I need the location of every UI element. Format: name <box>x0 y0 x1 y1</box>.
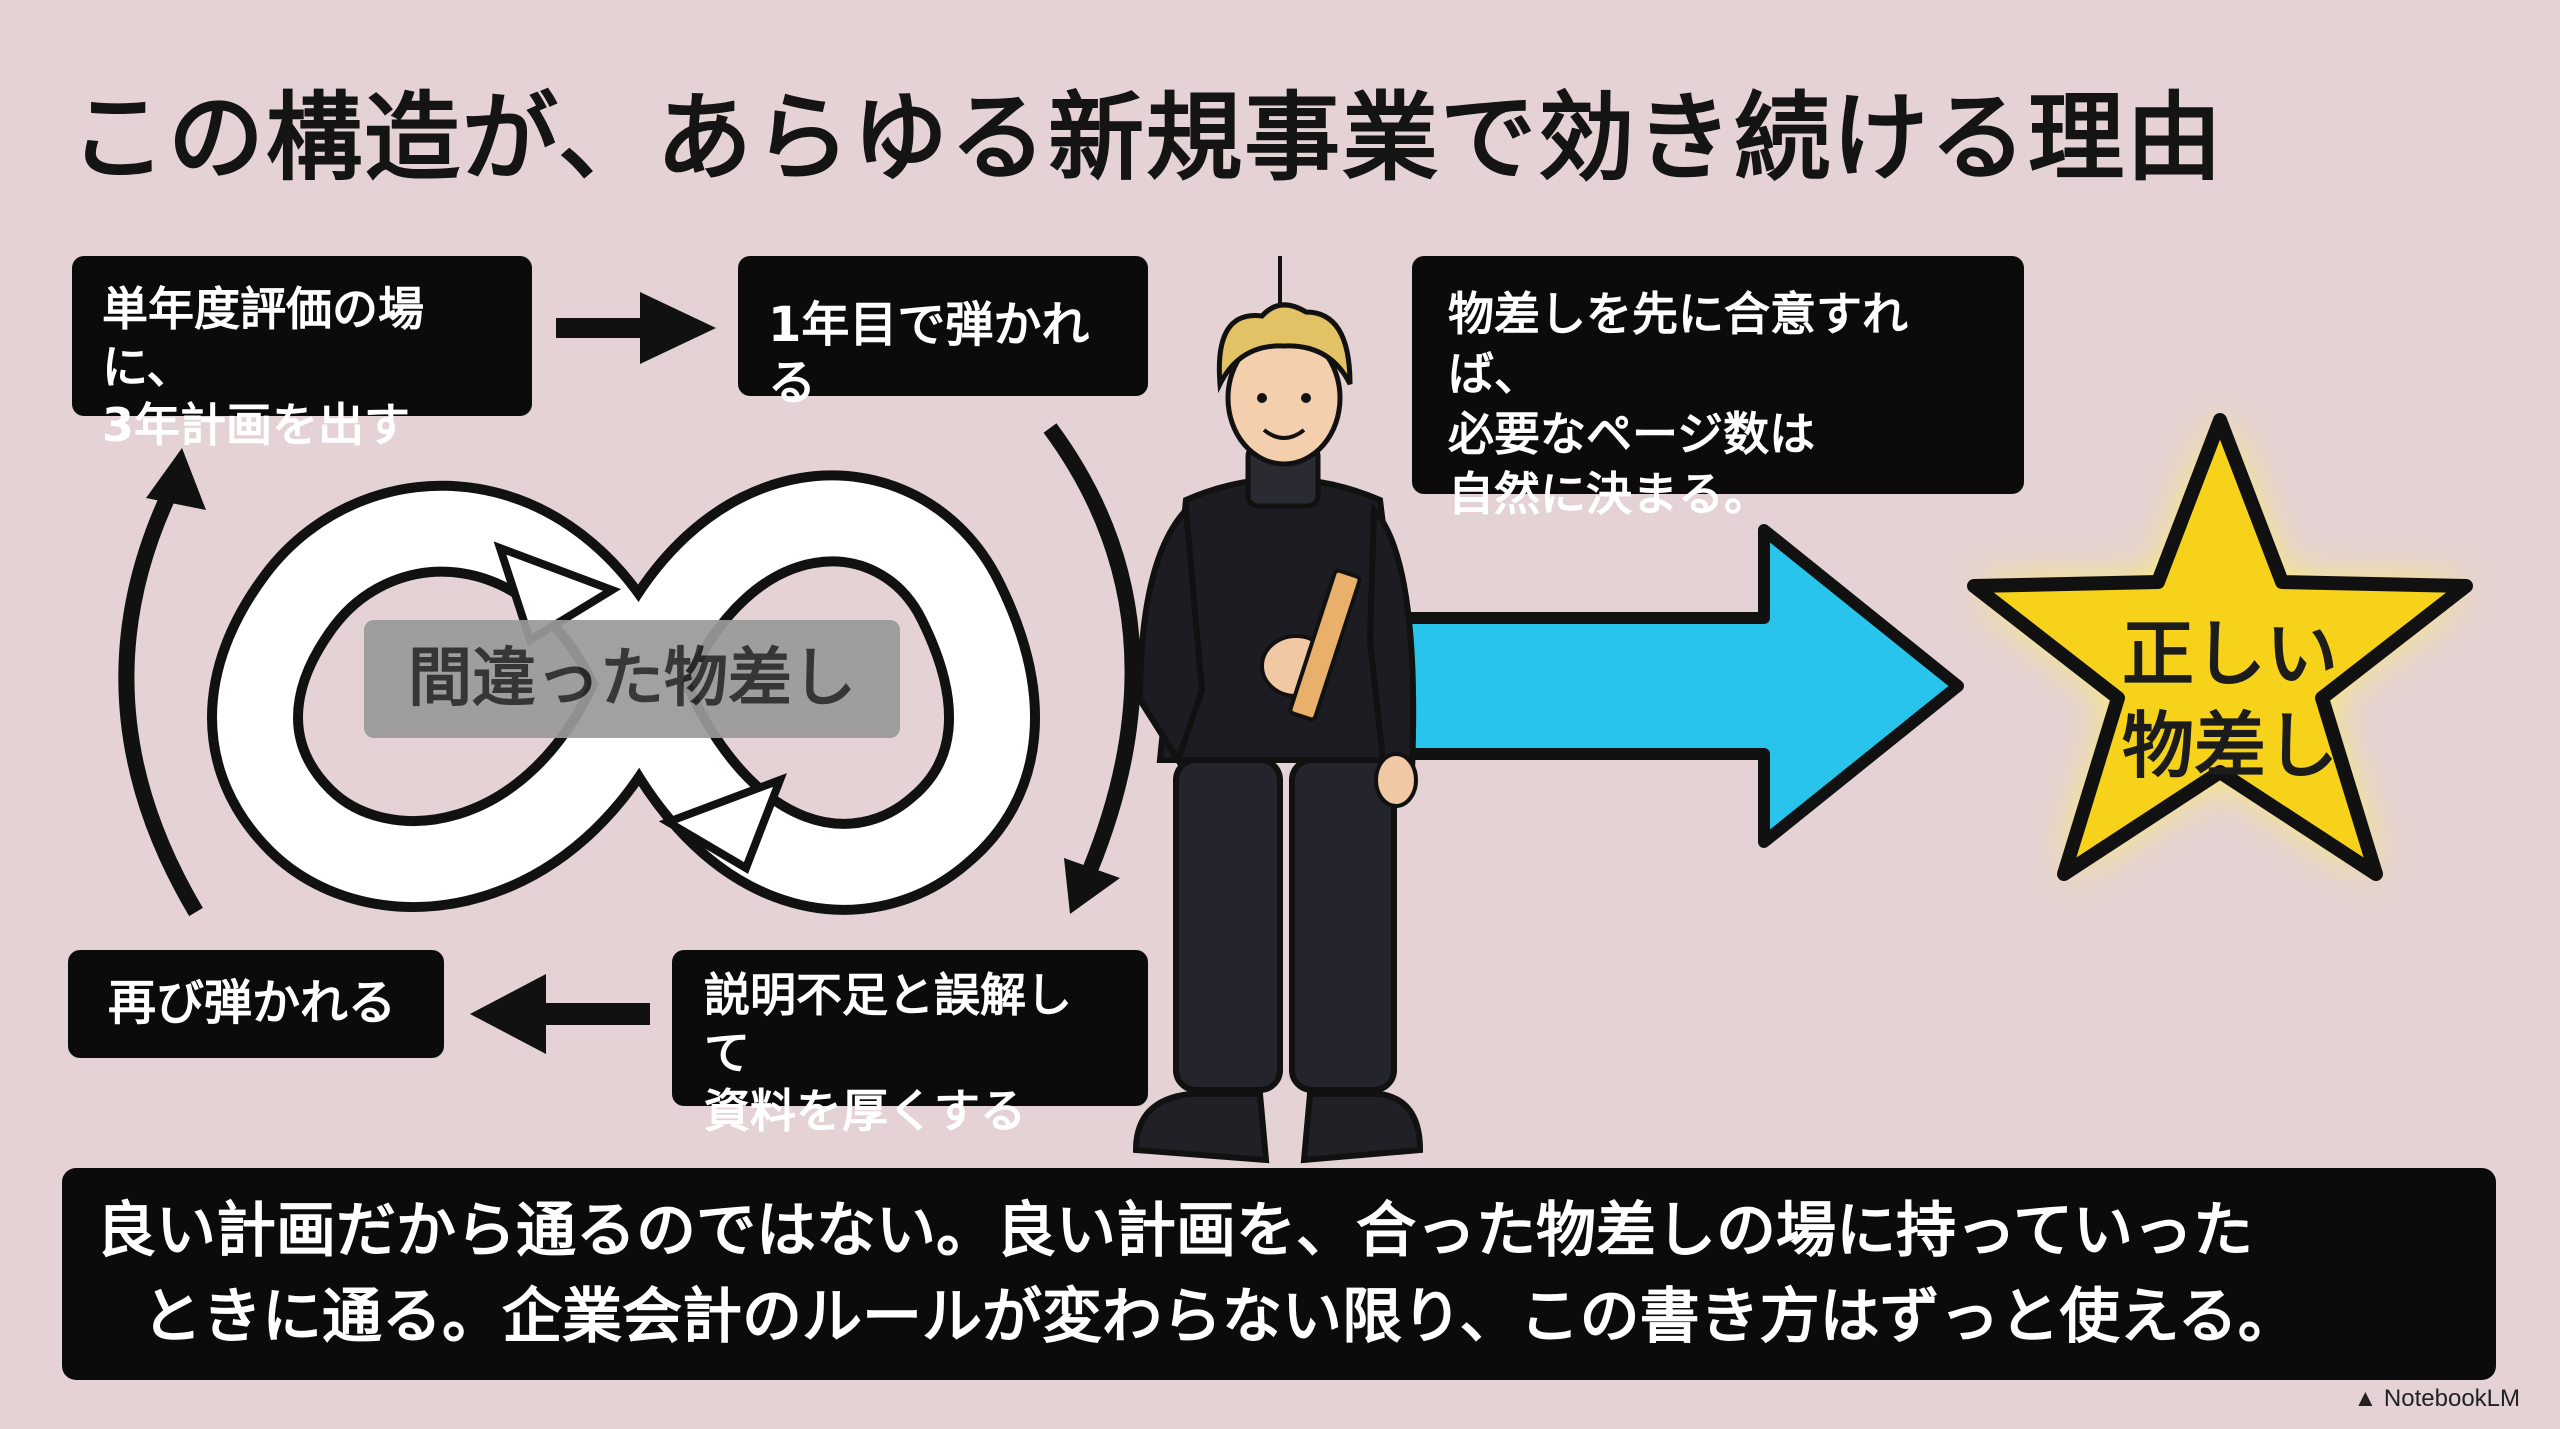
cycle-step-rejected-again: 再び弾かれる <box>68 950 444 1058</box>
cycle-arc-left <box>118 448 206 917</box>
cycle-step-thicken-docs-text: 説明不足と誤解して 資料を厚くする <box>704 968 1072 1138</box>
arrow-right-top <box>556 292 716 364</box>
cycle-step-rejected-again-text: 再び弾かれる <box>108 975 397 1031</box>
brand-name: NotebookLM <box>2383 1385 2520 1412</box>
presenter-figure <box>1132 256 1424 1164</box>
correct-measure-label: 正しい 物差し <box>2090 608 2370 792</box>
conclusion-banner: 良い計画だから通るのではない。良い計画を、合った物差しの場に持っていった ときに… <box>62 1168 2496 1380</box>
cyan-arrow <box>1394 524 1964 848</box>
agreement-note-text: 物差しを先に合意すれば、 必要なページ数は 自然に決まる。 <box>1448 287 1908 521</box>
agreement-note: 物差しを先に合意すれば、 必要なページ数は 自然に決まる。 <box>1412 256 2024 521</box>
conclusion-line-1: 良い計画だから通るのではない。良い計画を、合った物差しの場に持っていった <box>96 1196 2253 1266</box>
cycle-step-submit-plan-text: 単年度評価の場に、 3年計画を出す <box>102 282 424 452</box>
page-title: この構造が、あらゆる新規事業で効き続ける理由 <box>70 82 2225 194</box>
cycle-arc-right <box>1043 423 1141 914</box>
cycle-step-rejected-year1: 1年目で弾かれる <box>738 256 1148 411</box>
wrong-measure-label: 間違った物差し <box>364 620 900 738</box>
arrow-left-bottom <box>470 974 650 1054</box>
brand-icon: ▲ <box>2353 1385 2378 1412</box>
goal-star <box>1967 413 2473 881</box>
correct-measure-text: 正しい 物差し <box>2121 612 2338 788</box>
cycle-step-thicken-docs: 説明不足と誤解して 資料を厚くする <box>672 950 1148 1138</box>
cycle-step-rejected-year1-text: 1年目で弾かれる <box>768 297 1090 411</box>
cycle-step-submit-plan: 単年度評価の場に、 3年計画を出す <box>72 256 532 452</box>
brand-watermark: ▲ NotebookLM <box>2353 1385 2520 1413</box>
conclusion-line-2: ときに通る。企業会計のルールが変わらない限り、この書き方はずっと使える。 <box>142 1282 2298 1352</box>
